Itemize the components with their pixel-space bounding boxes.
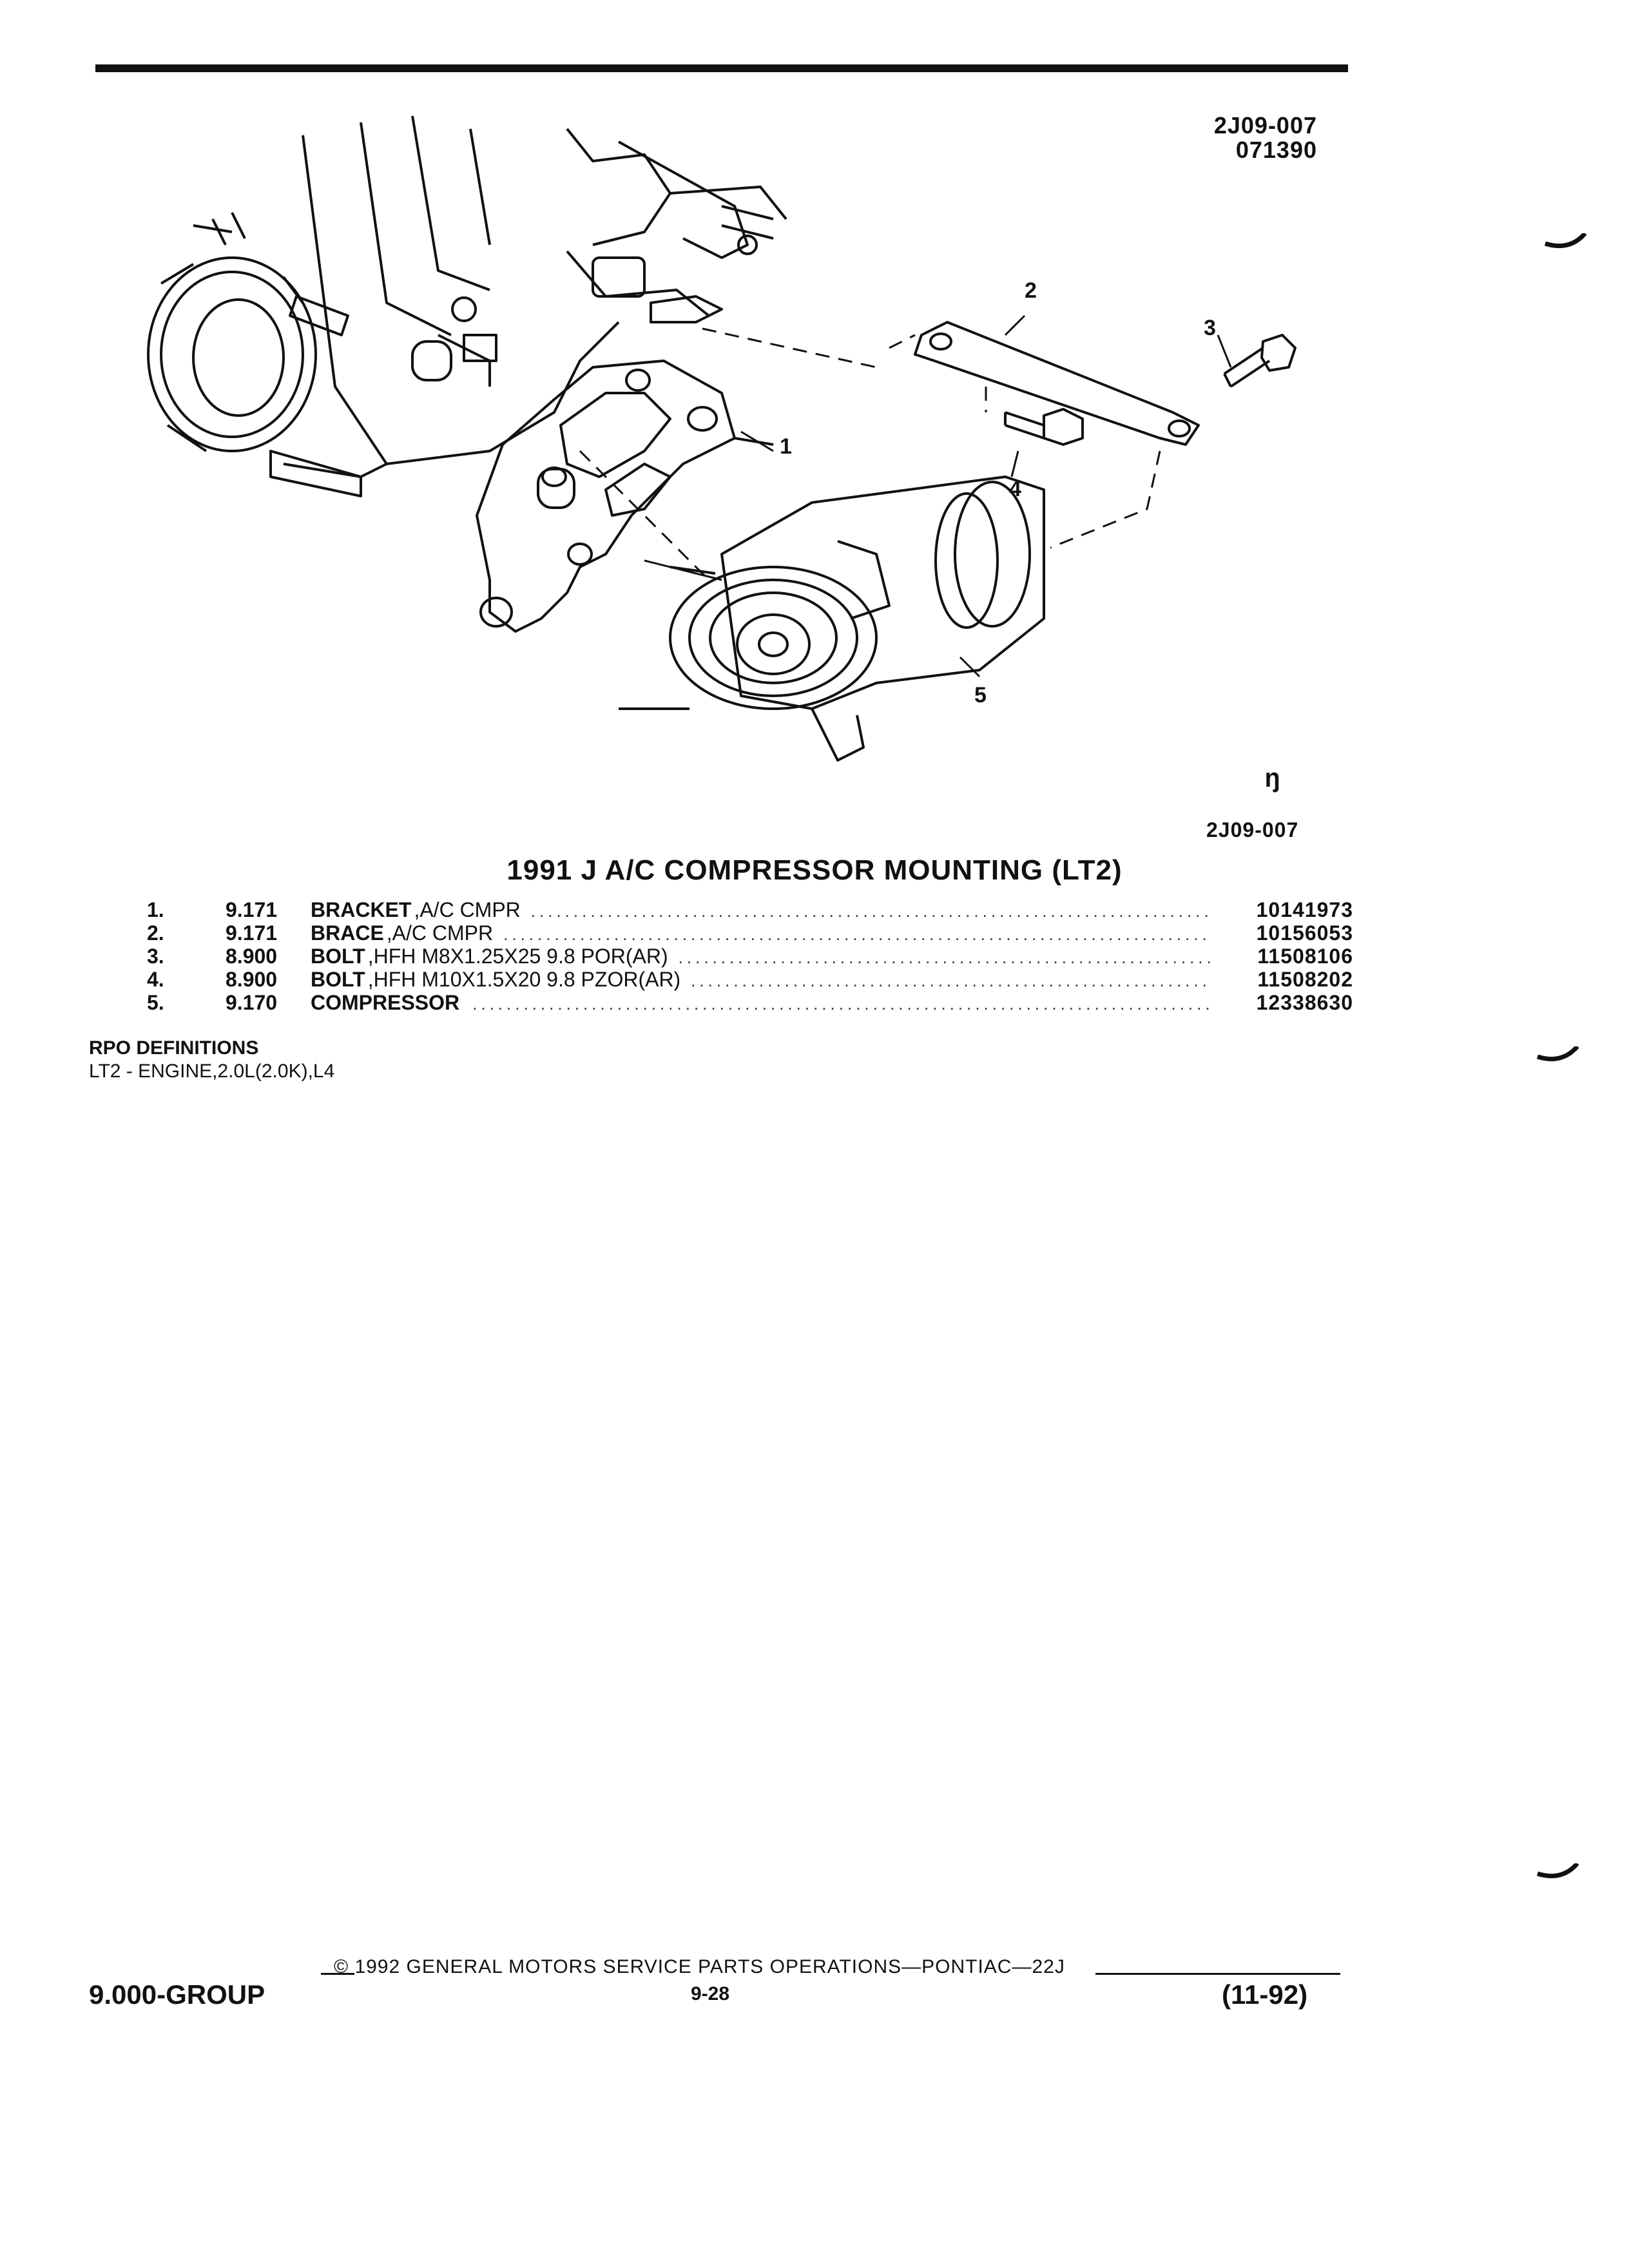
page-title: 1991 J A/C COMPRESSOR MOUNTING (LT2): [506, 854, 1123, 886]
footer-copyright: © 1992 GENERAL MOTORS SERVICE PARTS OPER…: [334, 1956, 1065, 1977]
leader-dots: [691, 969, 1210, 992]
description: COMPRESSOR: [311, 991, 1224, 1015]
description: BOLT ,HFH M10X1.5X20 9.8 PZOR(AR): [311, 968, 1224, 992]
part-number: 10156053: [1256, 921, 1353, 945]
bolt-4-part: [1004, 408, 1084, 446]
leader-dots: [531, 899, 1210, 923]
item-number: 1.: [147, 898, 164, 921]
compressor-mounting-diagram: 2 3 4 1 5: [147, 115, 1296, 762]
footer-date: (11-92): [1222, 1979, 1308, 2010]
part-number: 12338630: [1256, 991, 1353, 1014]
part-number: 11508202: [1257, 968, 1353, 991]
figure-id-header: 2J09-007 071390: [1214, 113, 1317, 162]
callout-1: 1: [780, 434, 792, 459]
group-number: 9.170: [226, 991, 278, 1014]
footer-page-number: 9-28: [691, 1983, 730, 2004]
part-name: BOLT: [311, 945, 365, 968]
footer-rule-right: [1095, 1973, 1340, 1975]
footer-rule-left: [321, 1973, 354, 1975]
binding-mark: [1536, 1863, 1579, 1879]
callouts: [740, 314, 1232, 678]
top-rule: [95, 64, 1348, 72]
part-name: BRACKET: [311, 898, 412, 921]
group-number: 9.171: [226, 898, 278, 921]
callout-5: 5: [974, 683, 987, 707]
part-spec: ,A/C CMPR: [414, 898, 521, 921]
parts-row: 4. 8.900 BOLT ,HFH M10X1.5X20 9.8 PZOR(A…: [147, 968, 1353, 991]
description: BRACKET ,A/C CMPR: [311, 898, 1224, 923]
leader-dots: [679, 946, 1210, 969]
footer-group: 9.000-GROUP: [89, 1979, 265, 2010]
part-name: COMPRESSOR: [311, 991, 460, 1014]
leader-dots: [503, 923, 1210, 946]
brace-part: [914, 321, 1200, 446]
compressor-part: [619, 476, 1045, 762]
description: BOLT ,HFH M8X1.25X25 9.8 POR(AR): [311, 945, 1224, 969]
item-number: 4.: [147, 968, 164, 991]
group-number: 8.900: [226, 945, 278, 968]
callout-4: 4: [1009, 477, 1021, 501]
binding-mark: [1544, 233, 1586, 249]
item-number: 3.: [147, 945, 164, 968]
assembly-leaders: [579, 327, 1161, 581]
figure-code-bottom: 2J09-007: [1206, 818, 1299, 841]
bolt-3-part: [1223, 334, 1296, 388]
part-name: BOLT: [311, 968, 365, 991]
part-number: 11508106: [1257, 945, 1353, 968]
description: BRACE ,A/C CMPR: [311, 921, 1224, 946]
figure-date: 071390: [1235, 137, 1317, 163]
part-spec: ,HFH M8X1.25X25 9.8 POR(AR): [367, 945, 668, 968]
part-spec: ,HFH M10X1.5X20 9.8 PZOR(AR): [367, 968, 681, 991]
callout-3: 3: [1204, 316, 1216, 340]
rpo-heading: RPO DEFINITIONS: [89, 1037, 259, 1059]
group-number: 8.900: [226, 968, 278, 991]
part-number: 10141973: [1256, 898, 1353, 921]
callout-2: 2: [1025, 278, 1037, 303]
item-number: 2.: [147, 921, 164, 945]
parts-row: 3. 8.900 BOLT ,HFH M8X1.25X25 9.8 POR(AR…: [147, 945, 1353, 968]
parts-row: 5. 9.170 COMPRESSOR 12338630: [147, 991, 1353, 1014]
part-name: BRACE: [311, 921, 384, 945]
bracket-part: [476, 360, 774, 633]
part-spec: ,A/C CMPR: [386, 921, 494, 945]
figure-code: 2J09-007: [1213, 112, 1317, 139]
item-number: 5.: [147, 991, 164, 1014]
crank-pulley: [147, 256, 317, 452]
rpo-definition: LT2 - ENGINE,2.0L(2.0K),L4: [89, 1061, 335, 1082]
parts-row: 1. 9.171 BRACKET ,A/C CMPR 10141973: [147, 898, 1353, 921]
parts-row: 2. 9.171 BRACE ,A/C CMPR 10156053: [147, 921, 1353, 945]
leader-dots: [472, 992, 1210, 1015]
parts-list: 1. 9.171 BRACKET ,A/C CMPR 10141973 2. 9…: [147, 898, 1353, 1014]
engine-block: [193, 115, 787, 497]
logo-mark: ᵑ: [1266, 762, 1280, 804]
binding-mark: [1536, 1046, 1579, 1062]
group-number: 9.171: [226, 921, 278, 945]
